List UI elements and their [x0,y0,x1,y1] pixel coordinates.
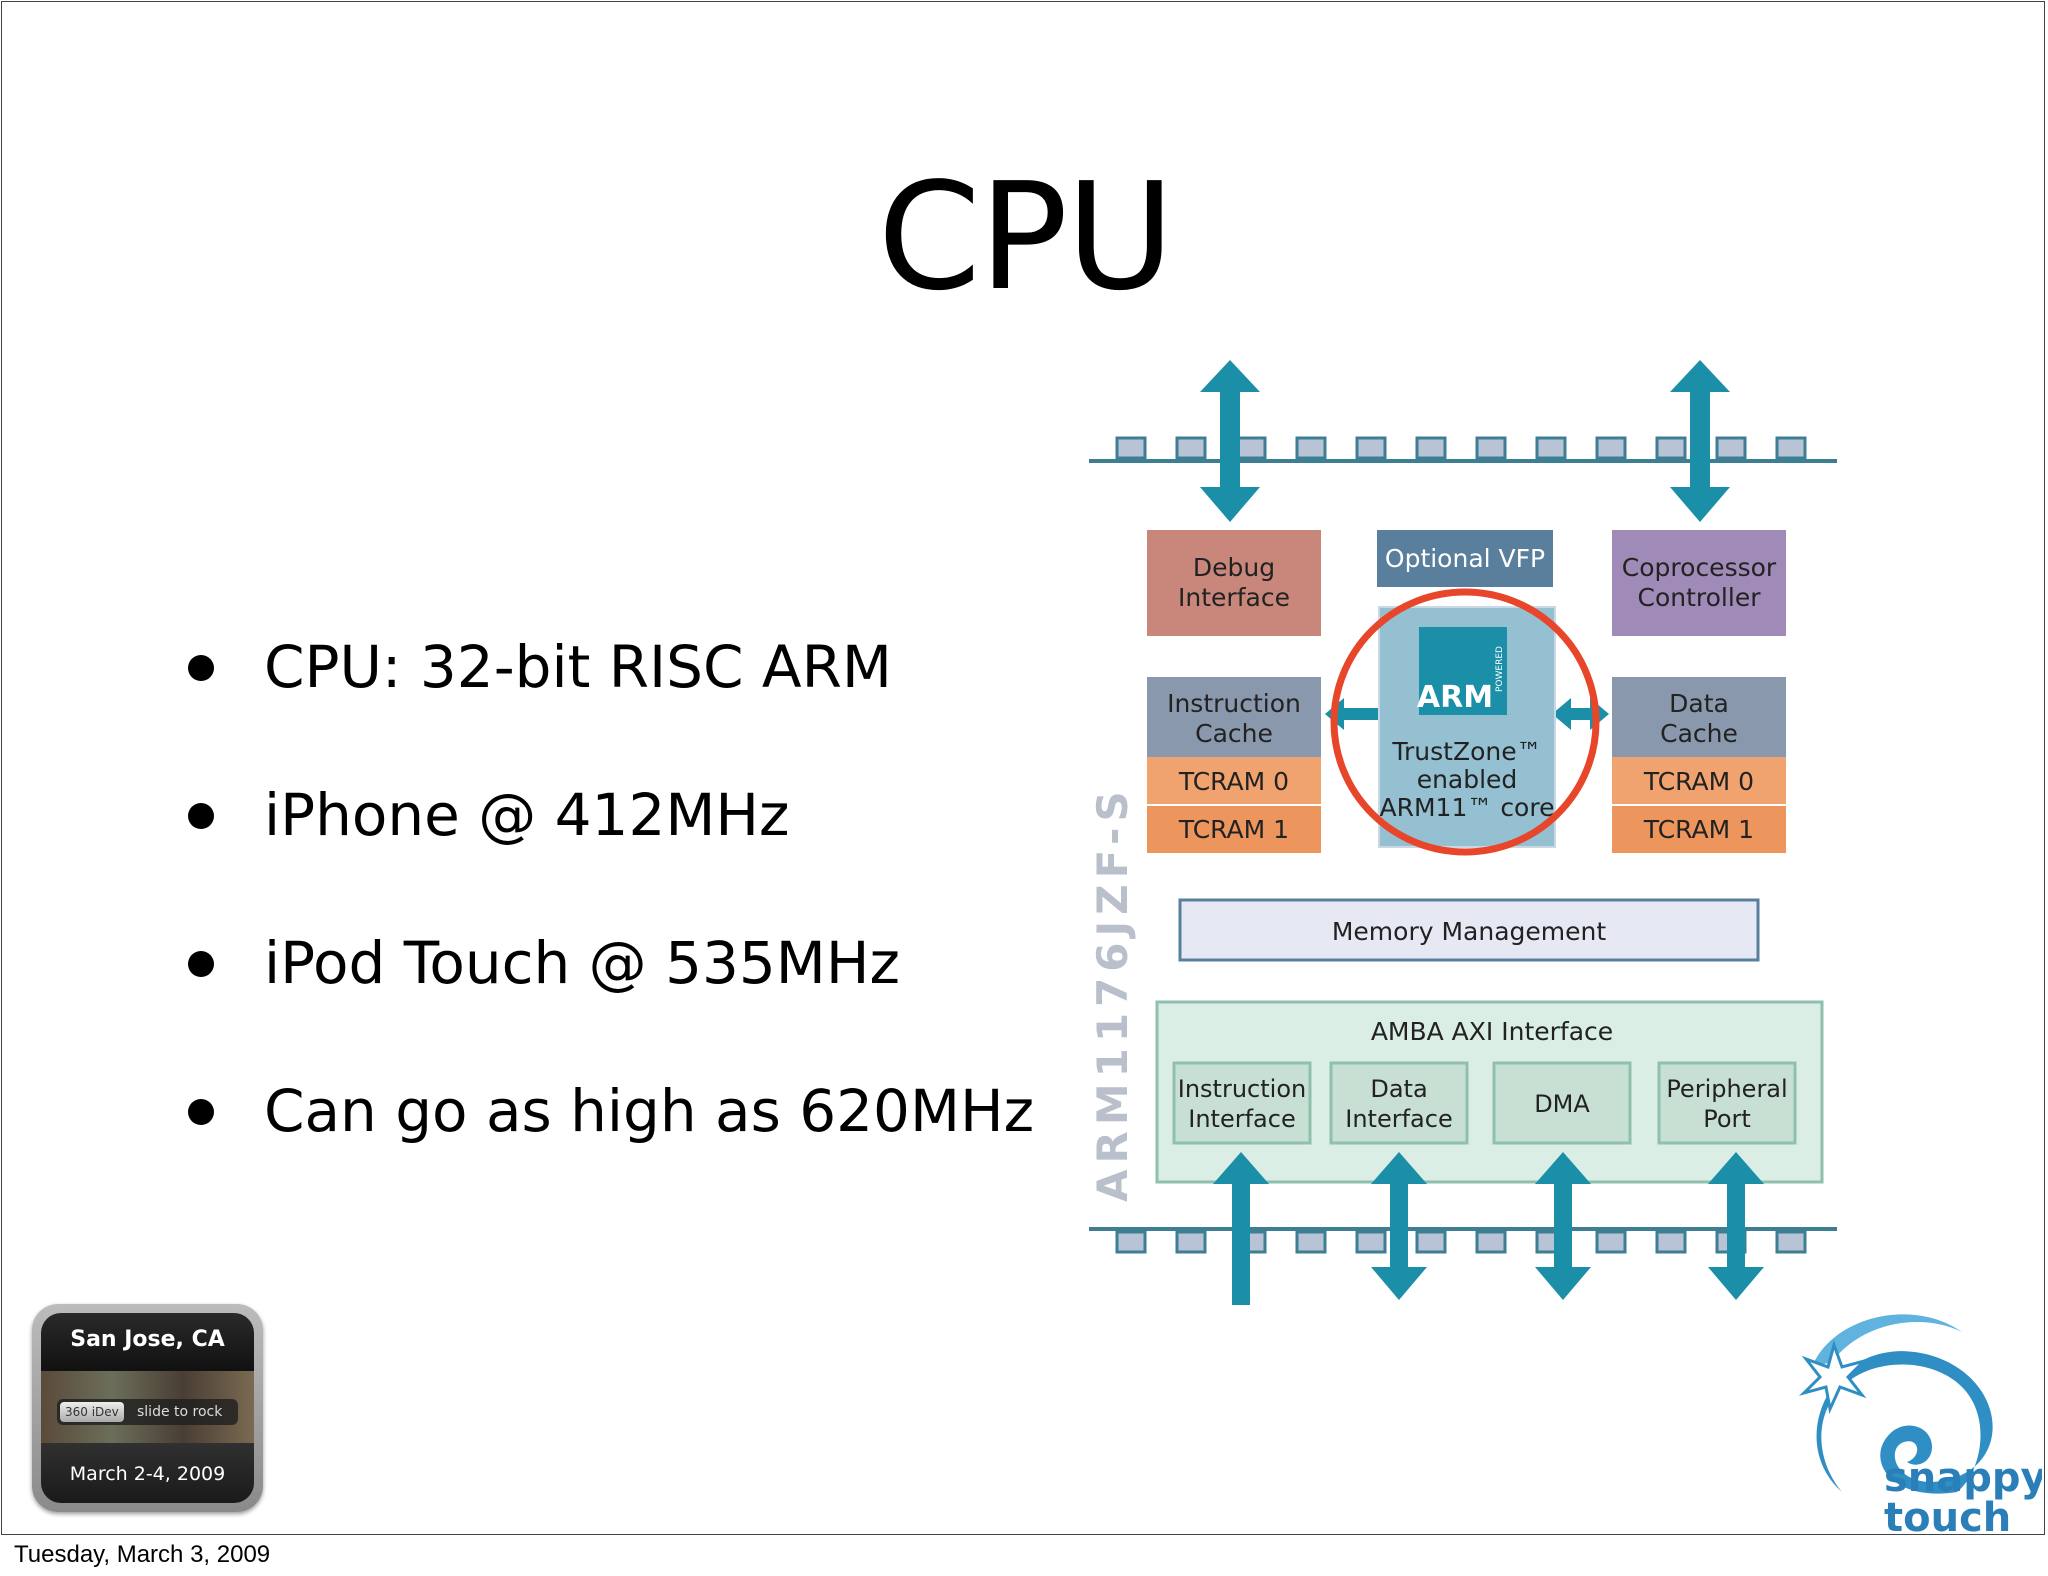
iface-instruction-line2: Interface [1188,1105,1295,1133]
iface-instruction-line1: Instruction [1178,1075,1306,1103]
logo-line1: snappy [1884,1455,2042,1501]
arm-powered: POWERED [1495,646,1505,692]
memory-management-block: Memory Management [1178,898,1760,962]
data-cache-block: Data Cache TCRAM 0 TCRAM 1 [1612,677,1786,853]
badge-brand: 360 iDev [60,1402,124,1422]
bottom-bus [1089,1227,1837,1254]
amba-label: AMBA AXI Interface [1371,1017,1613,1046]
highlight-ring [1330,588,1600,856]
badge-slide-text: slide to rock [137,1404,223,1420]
dcache-line2: Cache [1660,719,1738,748]
bullet-dot [188,1099,214,1125]
amba-axi-block: AMBA AXI Interface Instruction Interface… [1155,1000,1824,1184]
bullet-text: CPU: 32-bit RISC ARM [264,633,892,701]
snappy-touch-logo: snappy touch [1798,1314,2042,1535]
conference-badge: San Jose, CA 360 iDev slide to rock Marc… [32,1304,263,1512]
dcache-line1: Data [1669,689,1729,718]
star-icon [1798,1340,1870,1414]
bullet-text: iPhone @ 412MHz [264,781,790,849]
bottom-arrow-instruction [1213,1152,1269,1305]
coprocessor-line1: Coprocessor [1622,553,1777,582]
icache-tcram1: TCRAM 1 [1178,815,1289,844]
core-line3: ARM11™ core [1380,793,1555,822]
bullet-dot [188,655,214,681]
debug-line2: Interface [1178,583,1290,612]
logo-line2: touch [1884,1495,2011,1535]
bullet-text: iPod Touch @ 535MHz [264,929,900,997]
iface-dma: DMA [1534,1090,1590,1118]
bullet-item: Can go as high as 620MHz [182,1066,1034,1214]
vfp-label: Optional VFP [1385,544,1545,573]
bullet-list: CPU: 32-bit RISC ARM iPhone @ 412MHz iPo… [182,622,1034,1214]
bullet-item: iPhone @ 412MHz [182,770,1034,918]
dcache-core-arrow [1552,698,1609,730]
core-line2: enabled [1417,765,1518,794]
bullet-dot [188,951,214,977]
bullet-item: CPU: 32-bit RISC ARM [182,622,1034,770]
optional-vfp-block: Optional VFP [1377,530,1553,587]
bullet-dot [188,803,214,829]
dcache-tcram1: TCRAM 1 [1643,815,1754,844]
bottom-arrow-dma [1535,1152,1591,1300]
footer-date: Tuesday, March 3, 2009 [14,1541,271,1568]
debug-line1: Debug [1193,553,1275,582]
top-arrow-right [1670,360,1730,522]
iface-data-line2: Interface [1345,1105,1452,1133]
icache-tcram0: TCRAM 0 [1178,767,1289,796]
coprocessor-controller-block: Coprocessor Controller [1612,530,1786,636]
iface-peripheral-line2: Port [1703,1105,1751,1133]
arm-logo: ARM [1417,680,1493,715]
top-arrow-left [1200,360,1260,522]
icache-line2: Cache [1195,719,1273,748]
arm-block-diagram: Debug Interface Optional VFP Coprocessor… [1088,360,1837,1305]
bullet-item: iPod Touch @ 535MHz [182,918,1034,1066]
badge-screen: San Jose, CA 360 iDev slide to rock Marc… [41,1313,254,1503]
iface-data-line1: Data [1370,1075,1427,1103]
iface-peripheral-line1: Peripheral [1666,1075,1787,1103]
coprocessor-line2: Controller [1638,583,1762,612]
instruction-cache-block: Instruction Cache TCRAM 0 TCRAM 1 [1147,677,1321,853]
icache-line1: Instruction [1167,689,1301,718]
arm11-core-block: ARM POWERED TrustZone™ enabled ARM11™ co… [1378,606,1556,848]
side-label: ARM1176JZF-S [1088,785,1137,1202]
bottom-arrow-peripheral [1708,1152,1764,1300]
bottom-arrow-data [1371,1152,1427,1300]
core-line1: TrustZone™ [1391,737,1541,766]
badge-slider: 360 iDev slide to rock [57,1399,238,1425]
wave-icon [1812,1314,1962,1367]
badge-dates: March 2-4, 2009 [69,1463,226,1485]
top-bus [1089,436,1837,463]
debug-interface-block: Debug Interface [1147,530,1321,636]
dcache-tcram0: TCRAM 0 [1643,767,1754,796]
badge-city: San Jose, CA [70,1327,225,1352]
memory-label: Memory Management [1332,917,1607,946]
bullet-text: Can go as high as 620MHz [264,1077,1035,1145]
slide: CPU CPU: 32-bit RISC ARM iPhone @ 412MHz… [1,1,2045,1535]
slide-title: CPU [877,151,1175,323]
